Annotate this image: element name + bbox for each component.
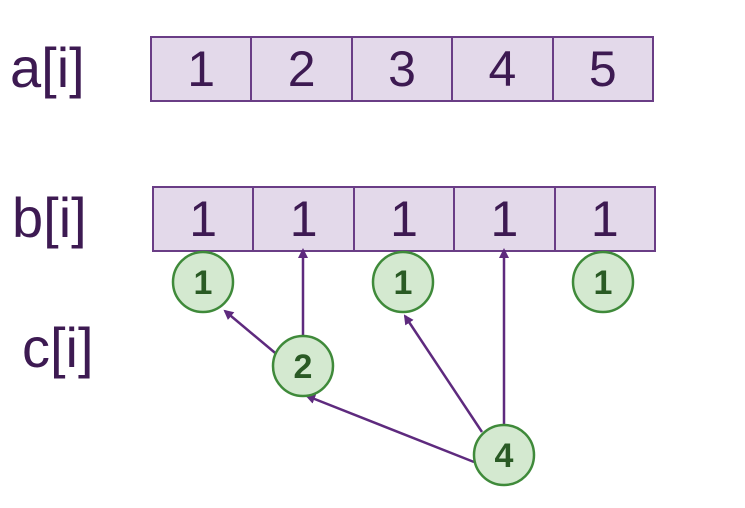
array-b-cell-1: 1 [254, 188, 355, 250]
arrow-node4-to-node3 [403, 314, 484, 433]
label-b: b[i] [12, 186, 87, 249]
node-c1: 2 [271, 334, 335, 398]
node-c0: 1 [171, 250, 235, 314]
node-c3-label: 4 [495, 437, 514, 475]
array-a-cell-0: 1 [152, 38, 253, 100]
node-c4-label: 1 [594, 264, 613, 302]
array-b-cell-0: 1 [154, 188, 255, 250]
label-c: c[i] [22, 316, 94, 379]
array-b-cell-3: 1 [455, 188, 556, 250]
array-a-cell-1: 2 [252, 38, 353, 100]
array-a-cell-4: 5 [588, 41, 617, 97]
array-b-cell-2: 1 [355, 188, 456, 250]
label-a: a[i] [10, 36, 85, 99]
node-c4: 1 [571, 250, 635, 314]
arrow-node2-to-node1 [223, 309, 281, 358]
node-c3: 4 [472, 423, 536, 487]
array-b-cell-4: 1 [590, 191, 619, 247]
array-a-cell-2: 3 [353, 38, 454, 100]
node-c1-label: 2 [294, 348, 313, 386]
node-c2: 1 [371, 250, 435, 314]
node-c2-label: 1 [394, 264, 413, 302]
array-a-cell-3: 4 [453, 38, 554, 100]
node-c0-label: 1 [194, 264, 213, 302]
arrow-node4-to-node2 [305, 394, 475, 464]
array-a: 1 2 3 4 5 [150, 36, 654, 102]
